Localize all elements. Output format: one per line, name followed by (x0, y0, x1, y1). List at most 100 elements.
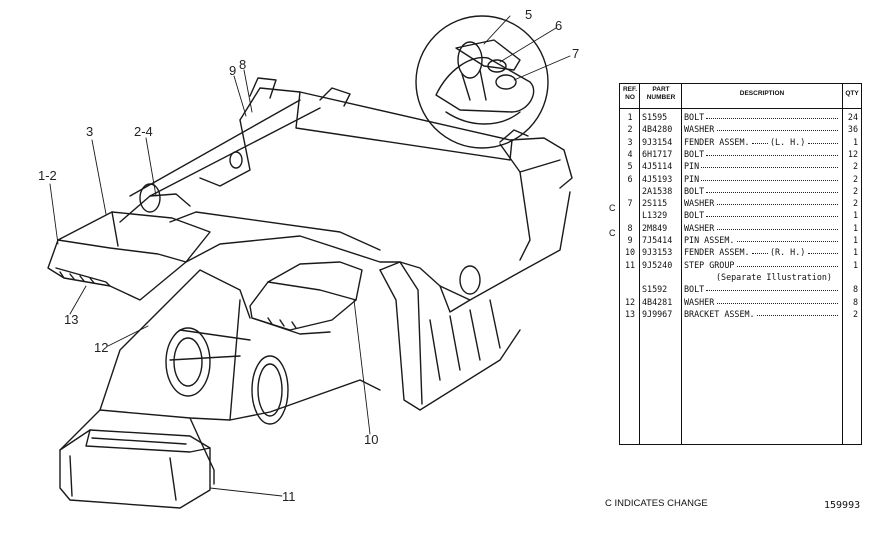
row-qty: 2 (852, 185, 858, 196)
row-qty: 1 (852, 222, 858, 233)
dot-leader (807, 246, 838, 255)
row-qty: 1 (852, 259, 858, 270)
row-ref-no: 9 (627, 235, 633, 245)
change-mark: C (609, 228, 616, 238)
row-ref-no: 11 (624, 259, 636, 270)
row-ref-no: 4 (627, 148, 633, 159)
header-part-number: PART NUMBER (646, 86, 676, 101)
callout-6: 6 (555, 18, 563, 33)
callout-3: 3 (86, 124, 94, 139)
row-qty: 1 (852, 235, 858, 245)
row-ref-no: 2 (627, 124, 633, 135)
dot-leader (737, 234, 838, 242)
row-qty: 2 (852, 161, 858, 172)
table-row: (Separate Illustration) (620, 271, 861, 283)
row-ref-no: 12 (624, 296, 636, 307)
row-qty: 8 (852, 296, 858, 307)
row-part-number: 6H1717 (642, 148, 673, 159)
row-ref-no: 3 (627, 136, 633, 147)
row-description: BOLT (684, 284, 705, 295)
change-mark: C (609, 203, 616, 213)
callout-9: 9 (229, 63, 237, 78)
callout-5: 5 (525, 7, 533, 22)
row-part-number: 9J3153 (642, 247, 673, 258)
callout-7: 7 (572, 46, 580, 61)
row-description: PIN (684, 173, 700, 184)
row-part-number: 9J5240 (642, 259, 673, 270)
row-description: PIN (684, 161, 700, 172)
dot-leader (706, 283, 838, 292)
row-description: FENDER ASSEM. (684, 136, 750, 147)
dot-leader (807, 136, 838, 144)
row-qty: 1 (852, 210, 858, 221)
callout-10: 10 (364, 432, 379, 447)
frame-assembly-drawing (47, 15, 573, 509)
row-description: WASHER (684, 222, 715, 233)
row-description: (Separate Illustration) (716, 271, 832, 282)
table-row: 11 9J5240 STEP GROUP 1 (620, 259, 861, 271)
leader-lines (49, 15, 571, 497)
frame-body (47, 77, 573, 509)
callout-13: 13 (64, 312, 79, 327)
row-part-number: 4J5114 (642, 161, 673, 172)
row-ref-no: 7 (627, 198, 633, 209)
table-row: 8 2M849 WASHER 1 (620, 222, 861, 234)
row-qty: 36 (847, 124, 858, 135)
row-note: (L. H.) (770, 136, 806, 147)
row-qty: 1 (852, 247, 858, 258)
dot-leader (716, 123, 838, 132)
callout-12: 12 (94, 340, 109, 355)
row-part-number: 7J5414 (642, 235, 673, 245)
row-description: BOLT (684, 112, 705, 122)
row-part-number: S1595 (642, 112, 668, 122)
callout-1-2: 1-2 (38, 168, 57, 183)
row-description: FENDER ASSEM. (684, 247, 750, 258)
callout-11: 11 (282, 489, 296, 504)
row-qty: 2 (852, 173, 858, 184)
dot-leader (706, 185, 838, 193)
row-qty: 2 (852, 198, 858, 209)
pin-detail-inset (415, 15, 549, 149)
row-ref-no: 10 (624, 247, 636, 258)
row-part-number: 9J3154 (642, 136, 673, 147)
row-part-number: 4B4281 (642, 296, 673, 307)
row-note: (R. H.) (770, 247, 806, 258)
dot-leader (716, 197, 838, 206)
dot-leader (716, 296, 838, 304)
row-part-number: S1592 (642, 284, 668, 295)
table-row: 9 7J5414 PIN ASSEM. 1 (620, 234, 861, 246)
row-part-number: 2A1538 (642, 185, 673, 196)
row-part-number: 2M849 (642, 222, 668, 233)
row-description: PIN ASSEM. (684, 235, 735, 245)
table-row: 3 9J3154 FENDER ASSEM. 1 (L. H.) (620, 136, 861, 148)
header-qty: QTY (845, 90, 859, 97)
row-ref-no: 6 (627, 173, 633, 184)
row-description: WASHER (684, 124, 715, 135)
dot-leader (706, 111, 838, 119)
row-ref-no: 8 (627, 222, 633, 233)
row-qty: 24 (847, 112, 858, 122)
callout-8: 8 (239, 57, 247, 72)
row-description: WASHER (684, 296, 715, 307)
row-description: STEP GROUP (684, 259, 735, 270)
table-row: 10 9J3153 FENDER ASSEM. 1 (R. H.) (620, 246, 861, 258)
dot-leader (706, 148, 838, 156)
row-part-number: 9J9967 (642, 308, 673, 319)
row-qty: 1 (852, 136, 858, 147)
callout-2-4: 2-4 (134, 124, 153, 139)
dot-leader (701, 173, 838, 181)
row-part-number: 2S115 (642, 198, 668, 209)
row-description: BRACKET ASSEM. (684, 308, 755, 319)
dot-leader (757, 308, 838, 316)
dot-leader (701, 160, 838, 169)
row-description: BOLT (684, 185, 705, 196)
table-row: 12 4B4281 WASHER 8 (620, 296, 861, 308)
dot-leader (716, 222, 838, 230)
